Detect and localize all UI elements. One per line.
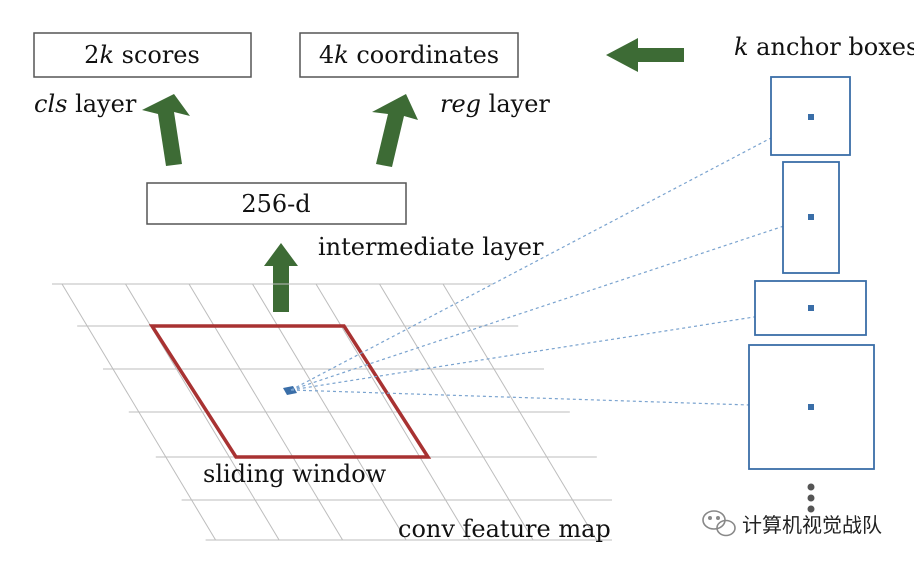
sliding-window-label: sliding window [203, 460, 387, 488]
reg-coordinates-label: 4k coordinates [319, 41, 499, 69]
flow-arrows [142, 38, 684, 312]
watermark-text: 计算机视觉战队 [742, 513, 882, 537]
projection-line [290, 307, 812, 391]
reg-coordinates-box [299, 32, 519, 78]
arrow-to-cls-icon [142, 94, 190, 166]
anchor-center [808, 214, 814, 220]
anchor-centers [808, 114, 814, 410]
intermediate-layer-label: intermediate layer [318, 233, 544, 261]
projection-line [290, 116, 812, 391]
intermediate-box [146, 182, 407, 225]
cls-scores-label: 2k scores [84, 41, 200, 69]
arrow-to-intermediate-icon [264, 243, 298, 312]
anchor-box-square-small [770, 76, 851, 156]
arrow-from-anchors-icon [606, 38, 684, 72]
projection-line [290, 389, 812, 408]
feature-map-grid [52, 283, 612, 541]
arrow-to-reg-icon [372, 94, 418, 167]
conv-feature-map-label: conv feature map [398, 515, 611, 543]
anchor-center [808, 114, 814, 120]
projection-line [290, 216, 812, 391]
projection-lines [290, 116, 812, 408]
grid-line [442, 283, 598, 541]
anchor-center [808, 305, 814, 311]
cls-scores-box [33, 32, 252, 78]
intermediate-box-label: 256-d [241, 190, 310, 218]
anchor-boxes-label: k anchor boxes [734, 33, 914, 61]
more-anchors-ellipsis-icon [807, 483, 815, 513]
grid-line [61, 283, 217, 541]
window-center-point [283, 386, 297, 395]
anchor-center [808, 404, 814, 410]
watermark: 计算机视觉战队 [702, 510, 882, 537]
sliding-window [148, 324, 432, 459]
anchor-boxes [748, 76, 875, 470]
reg-layer-label: reg layer [440, 90, 550, 118]
grid-line [379, 283, 534, 541]
cls-layer-label: cls layer [34, 90, 137, 118]
wechat-icon [702, 510, 736, 537]
